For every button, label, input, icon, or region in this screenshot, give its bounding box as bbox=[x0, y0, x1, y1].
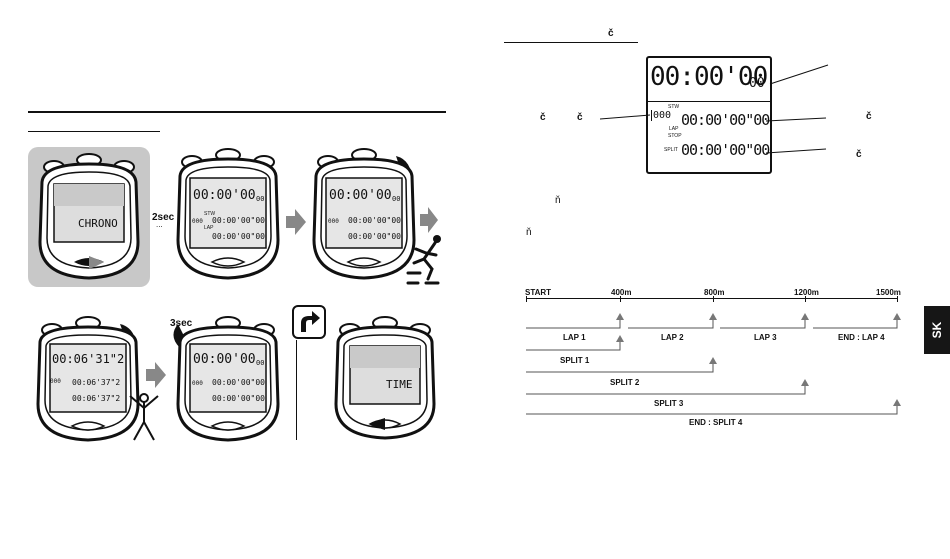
subsection-rule bbox=[28, 131, 160, 132]
step2-main-sub: 00 bbox=[256, 195, 265, 203]
callout-left-char-2: č bbox=[577, 112, 583, 123]
lap-1-label: LAP 1 bbox=[563, 333, 586, 342]
step2-lap-counter: 000 bbox=[192, 218, 203, 225]
lcd-label-stw: STW bbox=[668, 104, 680, 110]
stopwatch-zero-icon bbox=[176, 148, 280, 280]
split-1-label: SPLIT 1 bbox=[560, 356, 590, 365]
step4-row-1: 00:06'37"2 bbox=[72, 378, 121, 387]
lcd-label-lap: LAP bbox=[669, 126, 679, 132]
step3-lap-counter: 000 bbox=[328, 218, 339, 225]
stopwatch-start-icon bbox=[312, 148, 416, 280]
vertical-divider bbox=[296, 340, 297, 440]
lcd-lap-counter: 000 bbox=[651, 110, 672, 121]
marker-400m: 400m bbox=[611, 288, 632, 297]
tick-400m bbox=[620, 296, 621, 302]
lap-3-label: LAP 3 bbox=[754, 333, 777, 342]
text-char-2: ň bbox=[526, 227, 532, 238]
stopwatch-time-icon bbox=[334, 316, 436, 440]
step1-display-text: CHRONO bbox=[78, 217, 118, 230]
text-char-1: ň bbox=[555, 195, 561, 206]
marker-1200m: 1200m bbox=[794, 288, 819, 297]
step4-main-time: 00:06'31"2 bbox=[52, 352, 125, 366]
section-rule bbox=[28, 111, 446, 113]
right-header-rule bbox=[504, 42, 638, 43]
language-tab-label: SK bbox=[930, 321, 944, 339]
step5-row-2: 00:00'00"00 bbox=[212, 394, 265, 403]
hold-2sec-label: 2sec bbox=[152, 212, 175, 223]
callout-lines bbox=[600, 64, 829, 154]
step5-row-1: 00:00'00"00 bbox=[212, 378, 265, 387]
runner-finish-icon bbox=[129, 393, 159, 441]
split-4-label: END : SPLIT 4 bbox=[689, 418, 743, 427]
split-2-label: SPLIT 2 bbox=[610, 378, 640, 387]
lap-2-label: LAP 2 bbox=[661, 333, 684, 342]
step3-row-1: 00:00'00"00 bbox=[348, 216, 401, 225]
step3-main-time: 00:00'00 bbox=[329, 188, 392, 203]
step4-lap-counter: 000 bbox=[50, 378, 61, 385]
language-tab: SK bbox=[924, 306, 950, 354]
hold-dots: ... bbox=[156, 220, 163, 229]
marker-start: START bbox=[525, 288, 552, 297]
step5-main-time: 00:00'00 bbox=[193, 352, 256, 367]
stopwatch-reset-icon bbox=[173, 316, 280, 442]
callout-right-char-2: č bbox=[866, 111, 872, 122]
step6-display-text: TIME bbox=[386, 378, 413, 391]
stopwatch-running-icon bbox=[36, 316, 140, 442]
lcd-label-split: SPLIT bbox=[664, 147, 678, 153]
header-char: č bbox=[608, 28, 614, 39]
lcd-row-split: 00:00'00"00 bbox=[681, 141, 770, 159]
callout-right-char-3: č bbox=[856, 149, 862, 160]
tick-1200m bbox=[805, 296, 806, 302]
tick-800m bbox=[713, 296, 714, 302]
step2-row-1: 00:00'00"00 bbox=[212, 216, 265, 225]
marker-1500m: 1500m bbox=[876, 288, 901, 297]
tick-start bbox=[526, 296, 527, 302]
step5-lap-counter: 000 bbox=[192, 380, 203, 387]
marker-800m: 800m bbox=[704, 288, 725, 297]
runner-start-icon bbox=[406, 235, 441, 285]
lcd-label-stop: STOP bbox=[668, 133, 682, 139]
step5-main-sub: 00 bbox=[256, 359, 265, 367]
lcd-big-sub: 00 bbox=[749, 76, 765, 91]
hold-3sec-label: 3sec bbox=[170, 318, 193, 329]
return-arrow-icon bbox=[292, 305, 326, 339]
lcd-row-lap: 00:00'00"00 bbox=[681, 111, 770, 129]
step3-row-2: 00:00'00"00 bbox=[348, 232, 401, 241]
lcd-diagram-divider bbox=[646, 101, 770, 102]
step2-label-lap: LAP bbox=[204, 225, 214, 231]
lcd-big-main: 00:00'00 bbox=[650, 62, 768, 92]
arrow-right-icon bbox=[420, 207, 438, 233]
arrow-right-icon bbox=[146, 362, 166, 388]
split-3-label: SPLIT 3 bbox=[654, 399, 684, 408]
stopwatch-chrono-icon bbox=[38, 153, 140, 280]
lap-4-label: END : LAP 4 bbox=[838, 333, 885, 342]
step2-row-2: 00:00'00"00 bbox=[212, 232, 265, 241]
step4-row-2: 00:06'37"2 bbox=[72, 394, 121, 403]
timeline-axis bbox=[526, 298, 898, 299]
step2-label-stw: STW bbox=[204, 211, 216, 217]
timeline-arrows bbox=[526, 313, 901, 415]
tick-1500m bbox=[897, 296, 898, 302]
arrow-right-icon bbox=[286, 209, 306, 235]
callout-left-char-1: č bbox=[540, 112, 546, 123]
step3-main-sub: 00 bbox=[392, 195, 401, 203]
step2-main-time: 00:00'00 bbox=[193, 188, 256, 203]
